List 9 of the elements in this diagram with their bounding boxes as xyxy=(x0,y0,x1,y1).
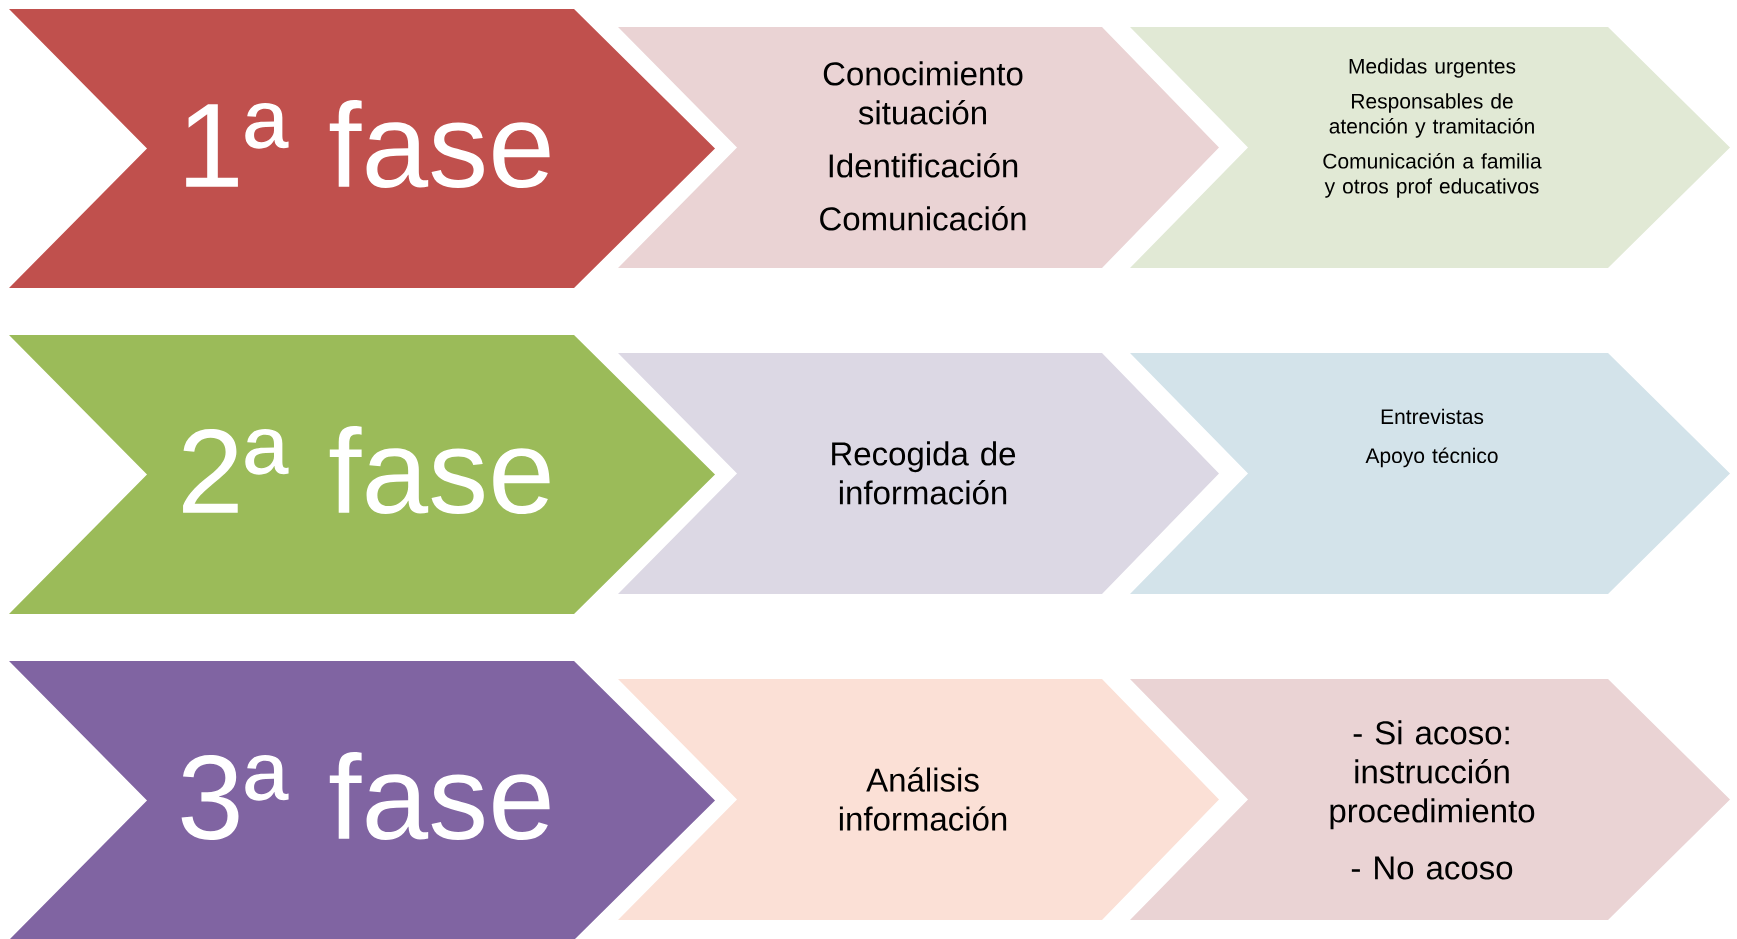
step-banner: Entrevistas Apoyo técnico xyxy=(1130,353,1730,594)
phase-banner: 1ª fase xyxy=(9,9,715,288)
step-banner: Conocimiento situación Identificación Comunicación xyxy=(618,27,1219,268)
step-banner: Medidas urgentes Responsables de atención y tramitación Comunicación a familia y otros prof educativos xyxy=(1130,27,1730,268)
phase-banner: 2ª fase xyxy=(9,335,715,614)
step-banner: Recogida de información xyxy=(618,353,1219,594)
step-banner: Análisis información xyxy=(618,679,1219,920)
phase-banner: 3ª fase xyxy=(9,661,715,939)
step-banner: - Si acoso: instrucción procedimiento - No acoso xyxy=(1130,679,1730,920)
